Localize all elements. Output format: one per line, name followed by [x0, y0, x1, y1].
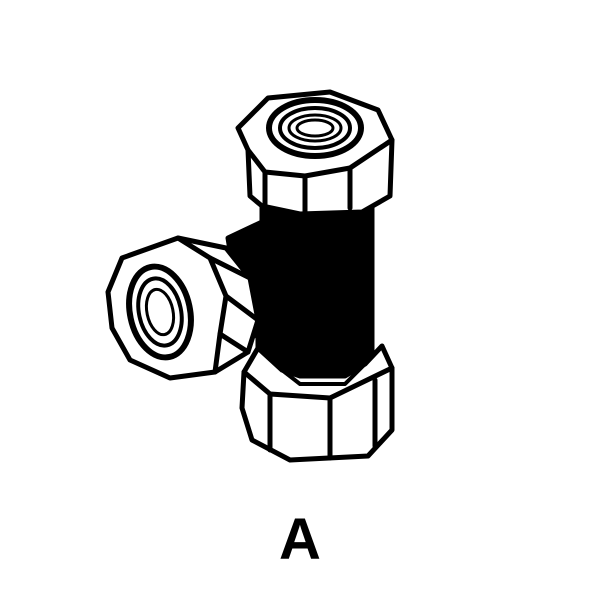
bottom-hex-nut	[239, 343, 395, 463]
side-hex-nut	[105, 235, 261, 381]
figure-caption: A	[279, 507, 321, 572]
top-hex-nut	[235, 89, 395, 217]
top-threaded-bore	[266, 97, 364, 159]
side-threaded-bore	[126, 263, 194, 361]
